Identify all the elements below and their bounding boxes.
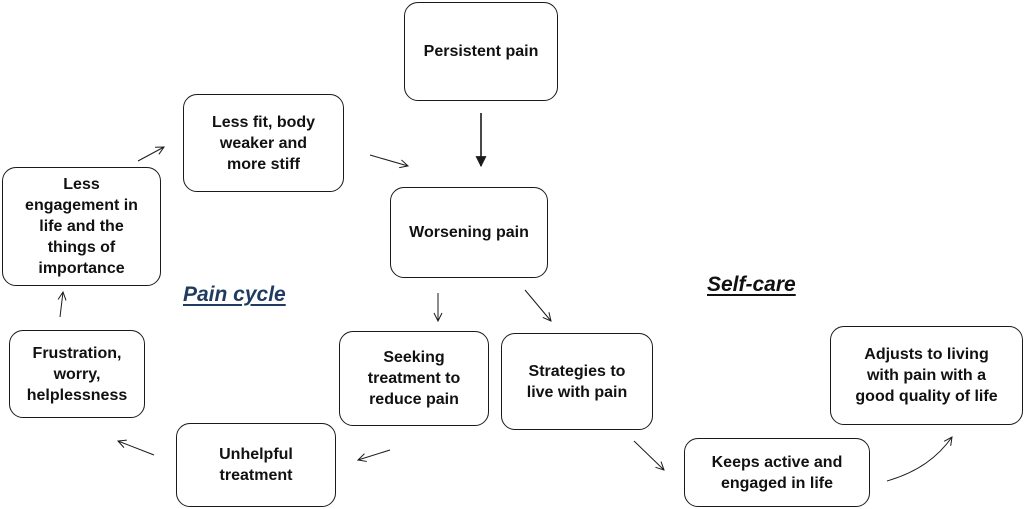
node-less-engagement: Less engagement in life and the things o… [2,167,161,286]
arrow-engagement-to-lessfit [137,147,164,162]
arrow-frustration-to-engagement [60,292,63,318]
arrow-keepsactive-to-adjusts [886,437,952,482]
node-persistent-pain-text: Persistent pain [423,43,539,60]
node-less-fit-text: Less fit, body weaker and more stiff [211,113,316,173]
node-seeking-treatment-text: Seeking treatment to reduce pain [367,349,461,408]
node-less-engagement-text: Less engagement in life and the things o… [25,176,138,277]
node-adjusts: Adjusts to living with pain with a good … [830,326,1023,425]
node-adjusts-text: Adjusts to living with pain with a good … [855,346,998,405]
node-strategies: Strategies to live with pain [501,333,653,430]
node-keeps-active-text: Keeps active and engaged in life [711,453,843,492]
pain-cycle-label: Pain cycle [183,283,286,306]
node-unhelpful-treatment: Unhelpful treatment [176,423,336,507]
node-unhelpful-treatment-text: Unhelpful treatment [219,446,293,484]
node-frustration-text: Frustration, worry, helplessness [26,344,128,404]
node-persistent-pain: Persistent pain [404,2,558,101]
arrow-lessfit-to-worsening [369,154,408,166]
arrow-worsening-to-strategies [524,289,551,321]
node-less-fit: Less fit, body weaker and more stiff [183,94,344,192]
arrow-strategies-to-keepsactive [633,440,664,470]
node-seeking-treatment: Seeking treatment to reduce pain [339,331,489,426]
self-care-label: Self-care [707,273,796,296]
node-worsening-pain: Worsening pain [390,187,548,278]
node-strategies-text: Strategies to live with pain [526,362,628,401]
node-keeps-active: Keeps active and engaged in life [684,438,870,507]
node-worsening-pain-text: Worsening pain [409,224,529,241]
arrow-unhelpful-to-frustration [118,441,155,456]
node-frustration: Frustration, worry, helplessness [9,330,145,418]
arrow-seeking-to-unhelpful [358,449,391,460]
